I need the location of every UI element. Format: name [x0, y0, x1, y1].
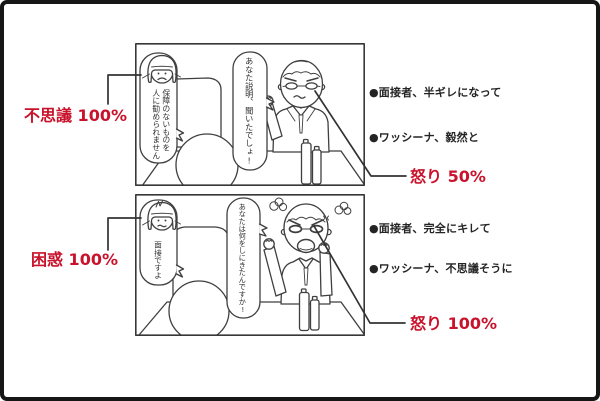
interviewer-speech-text: あなた説明、聞いたでしょ! — [244, 57, 255, 166]
comic-panel-1: 保障のないものを 人に勧められません あなた説明、聞いたでしょ! — [135, 43, 365, 186]
annotation-note-wasshina-2: ●ワッシーナ、不思議そうに — [369, 262, 513, 275]
annotation-note-interviewer-2: ●面接者、完全にキレて — [369, 222, 491, 235]
interviewer-speech-text: あなたは何をしにきたんですか! — [238, 203, 248, 315]
emotion-label-ikari-50: 怒り 50% — [410, 167, 486, 186]
emotion-label-konwaku-100: 困惑 100% — [30, 250, 118, 269]
emotion-label-ikari-100: 怒り 100% — [410, 314, 498, 333]
annotation-note-wasshina-1: ●ワッシーナ、毅然と — [369, 131, 480, 144]
wasshina-speech-text-col-2: 人に勧められません — [151, 89, 161, 160]
wasshina-character — [142, 54, 181, 84]
comic-panel-2: 面接ですよ あなたは何をしにきたんですか! — [135, 194, 365, 336]
annotation-note-interviewer-1: ●面接者、半ギレになって — [369, 86, 502, 99]
leader-line-ikari-50 — [314, 90, 407, 177]
wasshina-character-confused — [142, 200, 181, 231]
water-bottles — [298, 288, 320, 332]
leader-line-ikari-100 — [313, 225, 406, 324]
confusion-mark — [155, 200, 163, 208]
panel-2-border — [135, 194, 365, 336]
interviewer-speech-bubble — [232, 51, 275, 171]
interviewer-speech-bubble — [226, 197, 268, 319]
water-bottles — [300, 138, 322, 185]
interviewer-character — [262, 59, 330, 153]
panel-1-artwork — [135, 43, 365, 186]
emotion-label-fushigi-100: 不思議 100% — [23, 106, 127, 125]
steam-puffs — [269, 197, 352, 215]
interview-chair — [168, 226, 230, 336]
leader-line-fushigi — [107, 74, 142, 105]
interviewer-character-angry — [263, 203, 333, 305]
wasshina-speech-text: 面接ですよ — [153, 241, 163, 279]
panel-2-artwork — [135, 194, 365, 336]
panel-1-border — [135, 43, 365, 186]
wasshina-speech-text-col-1: 保障のないものを — [161, 89, 171, 152]
leader-line-konwaku — [107, 217, 142, 251]
anger-vein-mark — [323, 215, 329, 221]
